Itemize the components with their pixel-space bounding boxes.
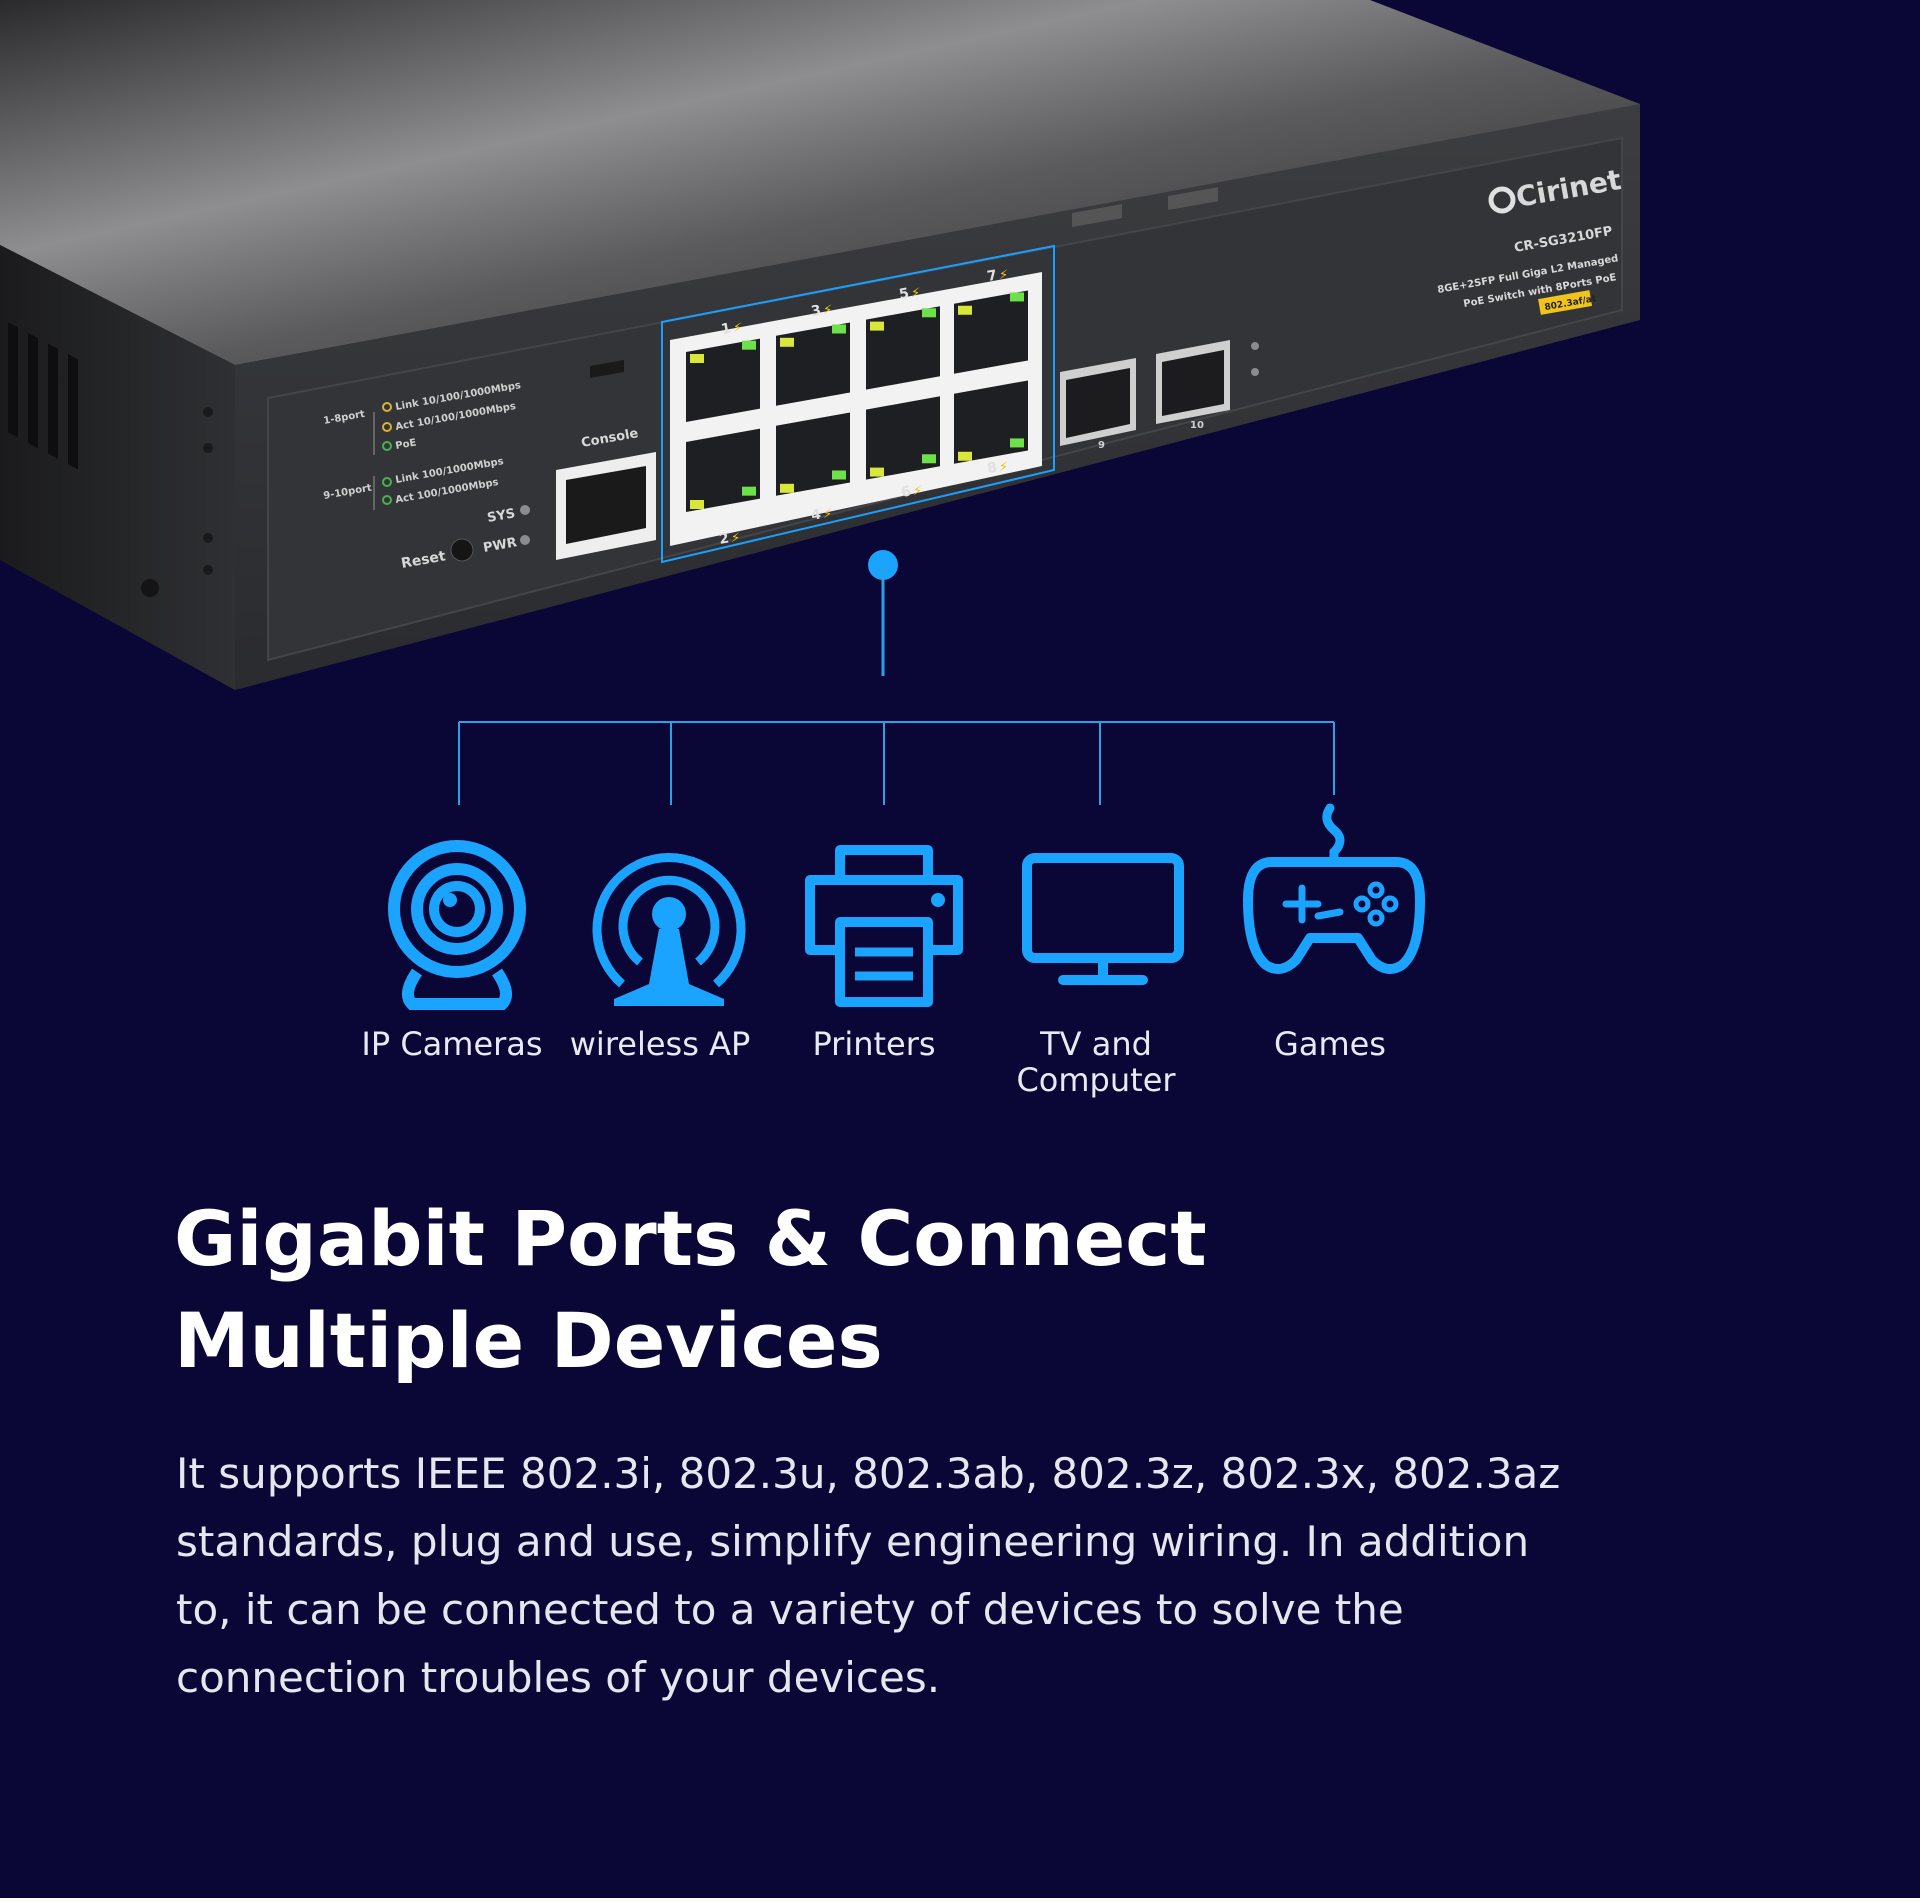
port-led-link	[1010, 438, 1024, 448]
port-led-act	[870, 321, 884, 331]
port-led-act	[690, 500, 704, 509]
sfp-port-10[interactable]	[1156, 187, 1230, 424]
pwr-led	[520, 535, 530, 545]
port-led-act	[780, 483, 794, 493]
body-line-3: to, it can be connected to a variety of …	[176, 1585, 1404, 1634]
sys-label: SYS	[486, 506, 516, 526]
reset-label: Reset	[400, 548, 447, 572]
printer-icon	[805, 845, 963, 1007]
device-label-tv-computer: TV and Computer	[1016, 1025, 1176, 1099]
port-number-6: 6	[900, 483, 912, 500]
headline-line-2: Multiple Devices	[174, 1296, 883, 1385]
sys-led	[520, 505, 530, 515]
led-poe: PoE	[395, 437, 418, 452]
body-line-4: connection troubles of your devices.	[176, 1653, 941, 1702]
svg-text:⚡: ⚡	[733, 321, 742, 336]
wireless-ap-icon	[592, 852, 746, 1006]
port-led-link	[1010, 292, 1024, 302]
port-led-act	[870, 467, 884, 477]
svg-text:⚡: ⚡	[999, 460, 1008, 475]
console-port[interactable]	[556, 359, 656, 560]
rj45-port-7[interactable]	[954, 290, 1028, 374]
screw-icon	[141, 579, 159, 597]
body-paragraph: It supports IEEE 802.3i, 802.3u, 802.3ab…	[176, 1440, 1596, 1712]
sfp-port-9[interactable]	[1060, 204, 1136, 446]
port-led-act	[958, 305, 972, 315]
port-led-link	[742, 486, 756, 496]
ip-camera-icon	[388, 840, 526, 1010]
rj45-port-6[interactable]	[866, 396, 940, 480]
port-number-5: 5	[898, 285, 910, 302]
port-led-link	[922, 454, 936, 464]
port-led-link	[742, 340, 756, 350]
rj45-port-2[interactable]	[686, 428, 760, 512]
pwr-label: PWR	[482, 535, 518, 556]
port-number-2: 2	[718, 530, 730, 547]
gamepad-icon	[1243, 803, 1425, 974]
port-led-act	[958, 451, 972, 461]
body-line-2: standards, plug and use, simplify engine…	[176, 1517, 1530, 1566]
port-number-1: 1	[720, 320, 732, 337]
svg-text:⚡: ⚡	[823, 303, 832, 318]
port-led-act	[780, 337, 794, 347]
port-number-4: 4	[810, 506, 823, 523]
device-connector-lines	[458, 721, 1335, 805]
body-line-1: It supports IEEE 802.3i, 802.3u, 802.3ab…	[176, 1449, 1561, 1498]
svg-text:⚡: ⚡	[823, 507, 832, 522]
rj45-port-8[interactable]	[954, 380, 1028, 464]
port-led-link	[832, 470, 846, 480]
port-number-3: 3	[810, 302, 822, 319]
sfp-number-9: 9	[1098, 440, 1105, 451]
rj45-port-1[interactable]	[686, 338, 760, 422]
port-led-link	[832, 324, 846, 334]
device-label-games: Games	[1274, 1025, 1386, 1063]
device-label-ip-cameras: IP Cameras	[361, 1025, 543, 1063]
page-headline: Gigabit Ports & Connect Multiple Devices	[174, 1188, 1674, 1392]
device-label-printers: Printers	[812, 1025, 936, 1063]
rj45-port-4[interactable]	[776, 412, 850, 496]
rj45-port-3[interactable]	[776, 322, 850, 406]
monitor-icon	[1022, 853, 1184, 985]
svg-text:⚡: ⚡	[911, 286, 920, 301]
ports-highlight-frame	[661, 244, 1055, 564]
port-led-link	[922, 308, 936, 318]
svg-text:⚡: ⚡	[913, 484, 922, 499]
network-switch-illustration: Cirinet CR-SG3210FP 8GE+2SFP Full Giga L…	[0, 0, 1640, 690]
rj45-ports	[686, 290, 1028, 512]
port-number-8: 8	[986, 459, 998, 476]
port-number-7: 7	[986, 267, 998, 284]
svg-text:⚡: ⚡	[731, 531, 740, 546]
rj45-port-block	[670, 272, 1042, 546]
sfp-number-10: 10	[1190, 420, 1204, 431]
rj45-port-5[interactable]	[866, 306, 940, 390]
reset-button[interactable]	[450, 538, 474, 562]
headline-line-1: Gigabit Ports & Connect	[174, 1194, 1207, 1283]
svg-text:⚡: ⚡	[999, 268, 1008, 283]
device-label-wireless-ap: wireless AP	[569, 1025, 751, 1063]
port-led-act	[690, 354, 704, 363]
